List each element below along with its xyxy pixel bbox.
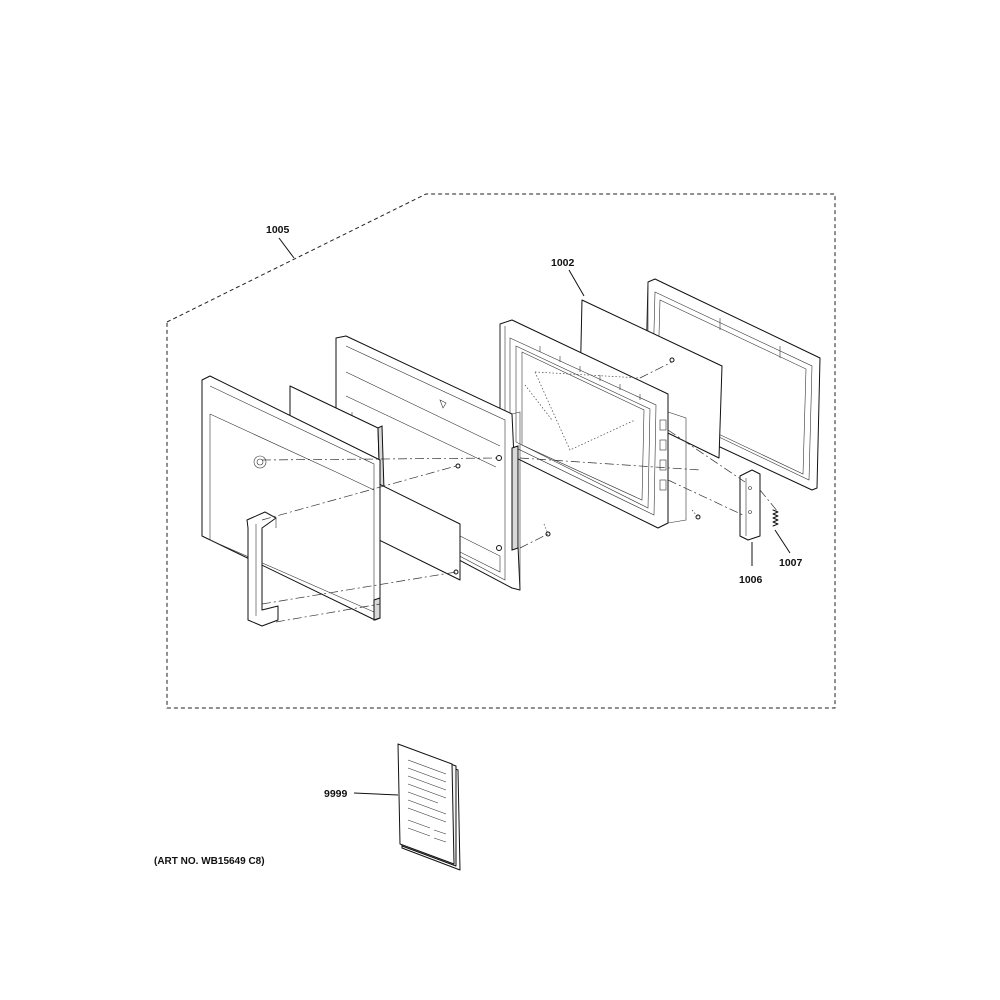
assembly-boundary (166, 193, 836, 709)
hinge-part[interactable] (739, 469, 761, 541)
callout-1002: 1002 (551, 257, 575, 269)
door-outer-frame[interactable] (335, 335, 521, 591)
front-door-panel[interactable] (201, 375, 381, 621)
literature-booklet-icon[interactable] (397, 743, 461, 871)
callout-1007: 1007 (779, 557, 803, 569)
door-handle[interactable] (246, 511, 279, 627)
leader-1005 (278, 237, 295, 259)
assembly-reference-lines (261, 361, 779, 623)
leader-1007 (774, 529, 791, 554)
leader-1002 (568, 269, 585, 297)
callout-1005: 1005 (266, 224, 290, 236)
callout-1006: 1006 (739, 574, 763, 586)
art-number: (ART NO. WB15649 C8) (154, 856, 265, 867)
spring-part[interactable] (772, 509, 779, 527)
leader-9999 (353, 792, 399, 796)
callout-9999: 9999 (324, 788, 348, 800)
